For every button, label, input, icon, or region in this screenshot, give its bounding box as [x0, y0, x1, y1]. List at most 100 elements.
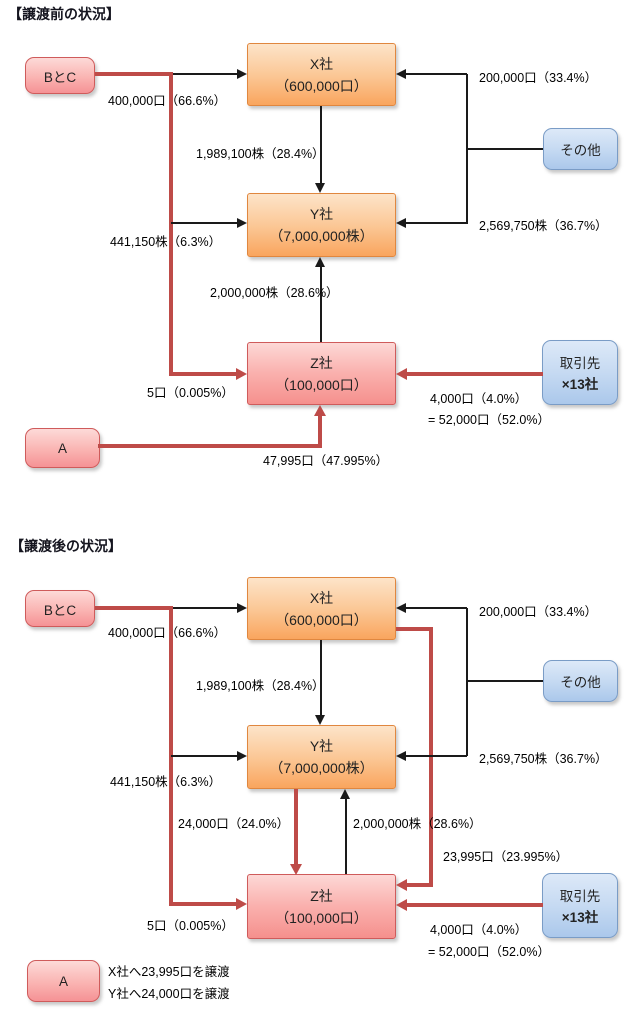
edge-label-a-z-before: 47,995口（47.995%）	[263, 454, 389, 468]
node-company-z-before: Z社 （100,000口）	[247, 342, 396, 405]
edge-others-vertical	[466, 74, 468, 224]
arrowhead-others-y-after	[396, 751, 406, 761]
edge-label-z-y-before: 2,000,000株（28.6%）	[210, 286, 339, 300]
company-y-units: （7,000,000株）	[269, 760, 374, 776]
edge-label-bc-y-after: 441,150株（6.3%）	[110, 775, 222, 789]
edge-label-others-x-after: 200,000口（33.4%）	[479, 605, 598, 619]
edge-y-z-segment-after	[294, 789, 298, 864]
node-company-y-after: Y社 （7,000,000株）	[247, 725, 396, 789]
edge-a-horizontal	[98, 444, 322, 448]
edge-bc-z-segment-after	[169, 902, 236, 906]
edge-label-x-y-after: 1,989,100株（28.4%）	[196, 679, 325, 693]
edge-others-x-segment	[406, 73, 467, 75]
edge-bc-vertical	[169, 72, 173, 376]
arrowhead-z-y	[315, 257, 325, 267]
edge-label-bc-x-before: 400,000口（66.6%）	[108, 94, 227, 108]
node-bc-before: BとC	[25, 57, 95, 94]
edge-label-y-z-after: 24,000口（24.0%）	[178, 817, 290, 831]
node-others-label: その他	[560, 675, 601, 690]
arrowhead-x-y-after	[315, 715, 325, 725]
edge-partners-z-segment	[407, 372, 543, 376]
edge-label-others-y-before: 2,569,750株（36.7%）	[479, 219, 608, 233]
edge-others-stub-after	[467, 680, 543, 682]
diagram-after-title: 【譲渡後の状況】	[10, 538, 122, 554]
edge-x-y-segment	[320, 106, 322, 183]
arrowhead-bc-y	[237, 218, 247, 228]
edge-label-bc-y-before: 441,150株（6.3%）	[110, 235, 222, 249]
edge-label-others-x-before: 200,000口（33.4%）	[479, 71, 598, 85]
arrowhead-bc-z	[236, 368, 247, 380]
node-partners-label: 取引先	[559, 356, 601, 371]
company-z-name: Z社	[310, 887, 333, 904]
node-company-z-after: Z社 （100,000口）	[247, 874, 396, 939]
arrowhead-bc-z-after	[236, 898, 247, 910]
arrowhead-others-x	[396, 69, 406, 79]
edge-bc-y-segment	[171, 222, 237, 224]
node-a-before: A	[25, 428, 100, 468]
node-partners-count: ×13社	[561, 377, 599, 392]
edge-others-x-segment-after	[406, 607, 467, 609]
node-partners-count: ×13社	[561, 910, 599, 925]
edge-others-y-segment-after	[406, 755, 467, 757]
edge-others-y-segment	[406, 222, 467, 224]
edge-partners-z-segment-after	[407, 903, 543, 907]
arrowhead-bc-x-after	[237, 603, 247, 613]
edge-x-z-vertical-after	[429, 627, 433, 887]
note-a-transfer-y: Y社へ24,000口を譲渡	[108, 987, 230, 1001]
company-y-units: （7,000,000株）	[269, 228, 374, 244]
company-x-units: （600,000口）	[275, 611, 368, 628]
node-others-before: その他	[543, 128, 618, 170]
node-bc-label: BとC	[43, 602, 77, 618]
edge-x-z-segment-after	[407, 883, 431, 887]
edge-label-partners-z2-before: = 52,000口（52.0%）	[428, 413, 550, 427]
node-partners-before: 取引先 ×13社	[542, 340, 618, 405]
edge-a-vertical	[318, 416, 322, 448]
edge-label-bc-z-after: 5口（0.005%）	[147, 919, 234, 933]
edge-z-y-segment	[320, 267, 322, 342]
edge-label-partners-z1-before: 4,000口（4.0%）	[430, 392, 528, 406]
node-others-after: その他	[543, 660, 618, 702]
company-y-name: Y社	[309, 738, 334, 754]
arrowhead-partners-z	[396, 368, 407, 380]
node-company-x-before: X社 （600,000口）	[247, 43, 396, 106]
company-z-units: （100,000口）	[275, 909, 368, 926]
edge-label-x-z-after: 23,995口（23.995%）	[443, 850, 569, 864]
edge-x-z-stub-after	[396, 627, 433, 631]
note-a-transfer-x: X社へ23,995口を譲渡	[108, 965, 230, 979]
edge-bc-y-segment-after	[171, 755, 237, 757]
edge-bc-horizontal-after	[95, 606, 173, 610]
arrowhead-partners-z-after	[396, 899, 407, 911]
edge-label-z-y-after: 2,000,000株（28.6%）	[353, 817, 482, 831]
arrowhead-others-x-after	[396, 603, 406, 613]
node-a-after: A	[27, 960, 100, 1002]
node-a-label: A	[58, 973, 68, 989]
edge-x-y-segment-after	[320, 640, 322, 715]
arrowhead-y-z-after	[290, 864, 302, 875]
arrowhead-z-y-after	[340, 789, 350, 799]
arrowhead-x-y	[315, 183, 325, 193]
node-others-label: その他	[560, 143, 601, 158]
edge-z-y-segment-after	[345, 799, 347, 874]
arrowhead-bc-y-after	[237, 751, 247, 761]
company-x-units: （600,000口）	[275, 77, 368, 94]
edge-label-others-y-after: 2,569,750株（36.7%）	[479, 752, 608, 766]
node-partners-after: 取引先 ×13社	[542, 873, 618, 938]
company-x-name: X社	[309, 55, 334, 72]
node-company-x-after: X社 （600,000口）	[247, 577, 396, 640]
arrowhead-others-y	[396, 218, 406, 228]
node-partners-label: 取引先	[559, 889, 601, 904]
edge-label-bc-x-after: 400,000口（66.6%）	[108, 626, 227, 640]
edge-label-x-y-before: 1,989,100株（28.4%）	[196, 147, 325, 161]
edge-bc-horizontal	[95, 72, 173, 76]
edge-label-partners-z2-after: = 52,000口（52.0%）	[428, 945, 550, 959]
arrowhead-x-z-after	[396, 879, 407, 891]
edge-label-bc-z-before: 5口（0.005%）	[147, 386, 234, 400]
edge-label-partners-z1-after: 4,000口（4.0%）	[430, 923, 528, 937]
diagram-before-title: 【譲渡前の状況】	[8, 6, 120, 22]
edge-bc-x-segment-after	[173, 607, 237, 609]
company-x-name: X社	[309, 589, 334, 606]
edge-bc-x-segment	[173, 73, 237, 75]
edge-others-stub	[467, 148, 543, 150]
company-z-units: （100,000口）	[275, 376, 368, 393]
